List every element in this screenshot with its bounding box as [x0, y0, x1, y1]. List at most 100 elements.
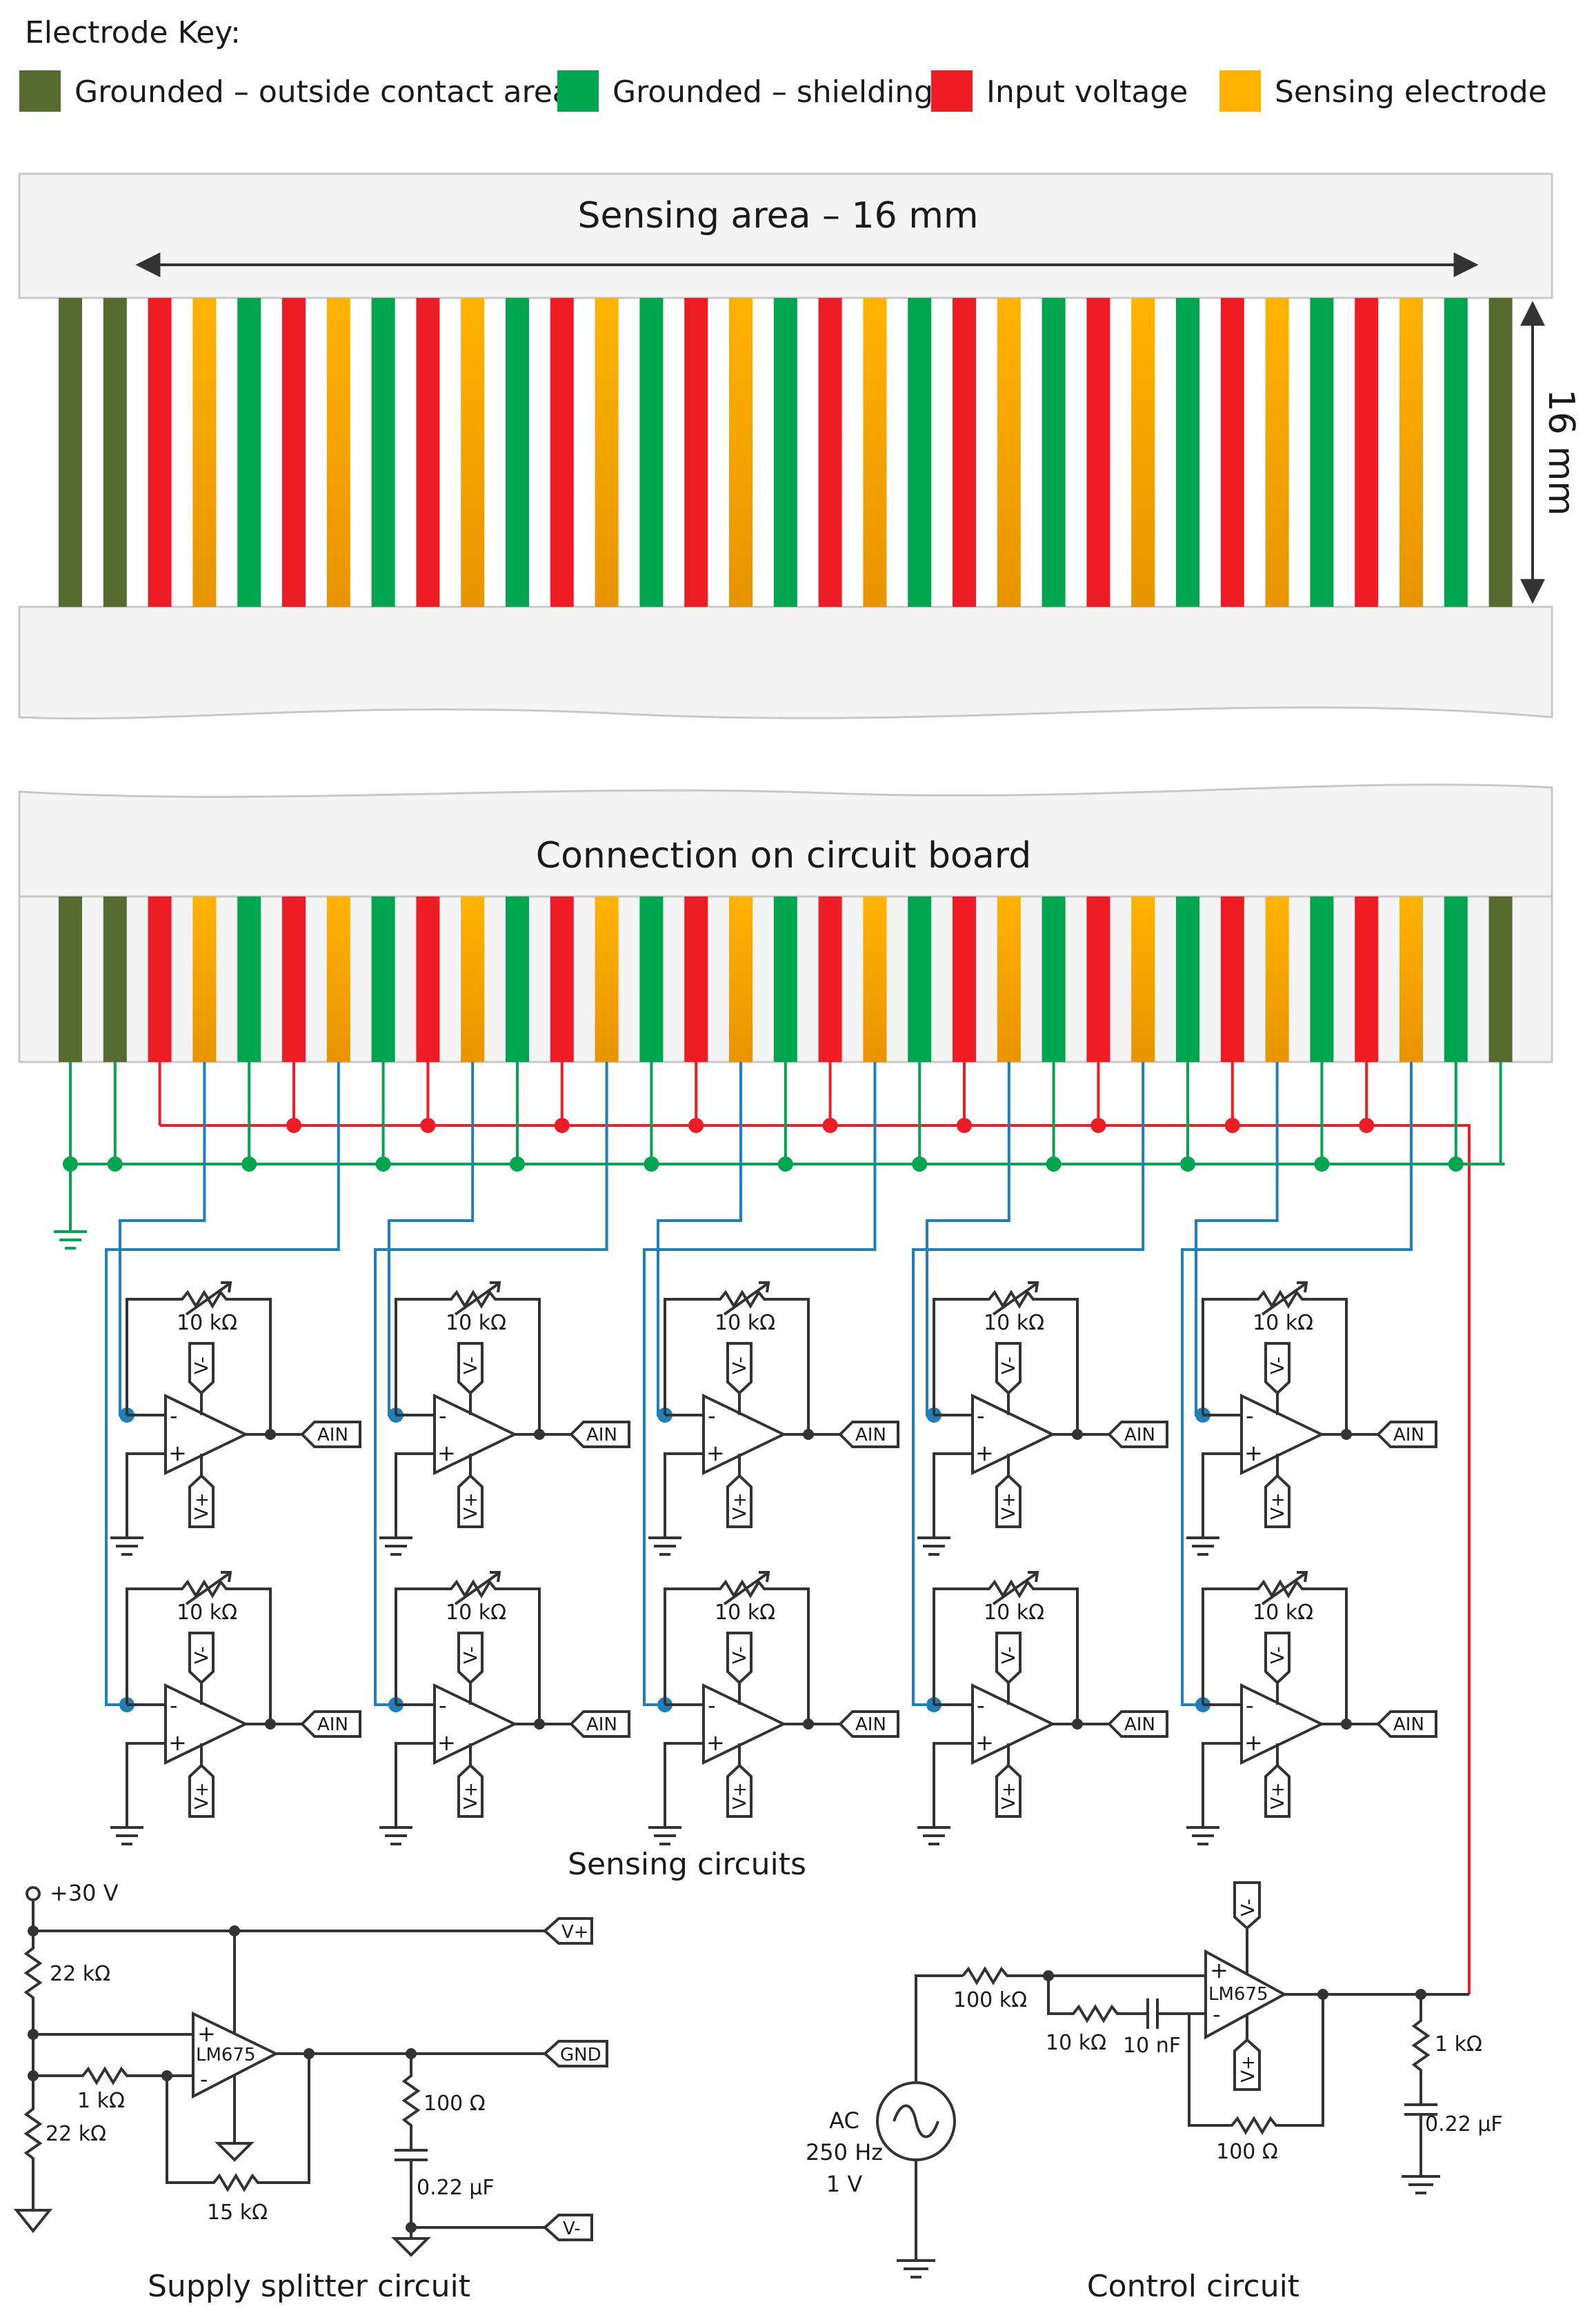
vplus-label: V+ — [461, 1492, 481, 1520]
key-label-red: Input voltage — [986, 74, 1188, 110]
electrode-olive — [59, 298, 82, 607]
feedback-resistor — [933, 1579, 1079, 1724]
electrode-red — [416, 298, 440, 607]
r3-label: 1 kΩ — [77, 2089, 125, 2113]
wire-junction — [822, 1118, 838, 1133]
sensing-signal-wire — [1181, 1062, 1413, 1706]
opamp-plus-wire — [664, 1452, 704, 1538]
feedback-resistor-label: 10 kΩ — [1253, 1311, 1313, 1335]
electrode-green — [371, 298, 395, 607]
electrode-green — [506, 298, 529, 607]
wire-junction — [1448, 1156, 1464, 1172]
opamp-plus-wire — [395, 1452, 435, 1538]
wire-junction — [107, 1156, 123, 1172]
vplus-tag — [995, 1763, 1022, 1818]
variable-resistor-arrow — [454, 1571, 501, 1605]
ground-icon — [648, 1536, 681, 1556]
feedback-resistor — [395, 1290, 541, 1434]
ac-top-wire — [915, 1974, 963, 2083]
opamp-triangle — [164, 1683, 249, 1765]
wire-junction — [1359, 1118, 1375, 1133]
resistor-1k-out — [1411, 1994, 1431, 2105]
ground-icon — [917, 1826, 950, 1845]
sensing-signal-wire — [643, 1062, 877, 1706]
sensing-height-label: 16 mm — [1540, 389, 1582, 516]
opamp-minus: - — [439, 1403, 447, 1429]
opamp-triangle — [702, 1683, 787, 1765]
r4-label: 15 kΩ — [207, 2201, 268, 2225]
variable-resistor-arrow — [185, 1281, 232, 1316]
ground-symbol — [1402, 2175, 1440, 2194]
ground-icon — [917, 1536, 950, 1556]
electrode-red — [1355, 298, 1379, 607]
connector-pad-yellow — [326, 896, 350, 1062]
vminus-label: V- — [730, 1356, 750, 1374]
feedback-resistor — [1202, 1290, 1348, 1434]
electrode-red — [953, 298, 976, 607]
vminus-tag — [457, 1632, 484, 1685]
connector-pad-yellow — [997, 896, 1021, 1062]
connector-pad-green — [908, 896, 932, 1062]
connector-pad-red — [416, 896, 440, 1062]
sensing-signal-wire — [912, 1062, 1145, 1706]
ground-icon — [1186, 1536, 1219, 1556]
wire-junction — [1046, 1156, 1062, 1172]
opamp-minus: - — [1246, 1692, 1254, 1719]
connector-pad-green — [371, 896, 395, 1062]
sensing-amplifier: -+10 kΩV-V+AIN — [648, 1281, 899, 1556]
sensing-amplifier: -+10 kΩV-V+AIN — [1186, 1571, 1437, 1845]
electrode-red — [818, 298, 842, 607]
opamp-lm675-control — [1204, 1949, 1288, 2040]
opamp-plus: + — [706, 1440, 725, 1466]
ain-tag — [1376, 1710, 1437, 1738]
variable-resistor-arrow — [1261, 1281, 1308, 1316]
vplus-tag — [188, 1763, 215, 1818]
resistor-10k — [1047, 1976, 1148, 2023]
ground-symbol — [13, 2209, 53, 2234]
sensing-area-panel: Sensing area – 16 mm 16 mm — [18, 172, 1582, 720]
wire-junction — [957, 1118, 972, 1133]
vminus-tag — [188, 1632, 215, 1685]
electrode-yellow — [1265, 298, 1289, 607]
electrode-yellow — [1131, 298, 1155, 607]
ctrl-vminus-label: V- — [1238, 1899, 1259, 1916]
electrode-green — [1176, 298, 1199, 607]
opamp-minus: - — [977, 1692, 985, 1719]
capacitor-022-out — [1404, 2103, 1437, 2176]
electrode-green — [1042, 298, 1066, 607]
feedback-resistor — [126, 1579, 272, 1724]
electrode-green — [908, 298, 932, 607]
vplus-label: V+ — [1268, 1492, 1288, 1520]
vplus-tag — [726, 1474, 753, 1528]
ground-symbol — [215, 2142, 255, 2162]
feedback-resistor-label: 10 kΩ — [984, 1601, 1044, 1625]
ac-label-3: 1 V — [826, 2171, 863, 2197]
vminus-tag-label: V- — [563, 2218, 581, 2239]
opamp-minus: - — [170, 1403, 178, 1429]
vplus-tag-label: V+ — [561, 1922, 589, 1943]
electrode-olive — [103, 298, 127, 607]
connector-pad-green — [773, 896, 797, 1062]
wire-junction — [1224, 1118, 1240, 1133]
vplus-tag — [457, 1474, 484, 1528]
ain-label: AIN — [586, 1425, 617, 1445]
opamp-plus-wire — [1202, 1452, 1242, 1538]
vplus-label: V+ — [999, 1782, 1019, 1810]
electrode-red — [1086, 298, 1110, 607]
variable-resistor-arrow — [992, 1281, 1039, 1316]
electrode-green — [639, 298, 664, 607]
vplus-label: V+ — [192, 1782, 212, 1810]
connector-pad-red — [684, 896, 708, 1062]
opamp-triangle — [971, 1393, 1056, 1476]
ain-label: AIN — [1393, 1714, 1424, 1735]
r2-label: 22 kΩ — [46, 2122, 106, 2146]
connector-pad-red — [1086, 896, 1110, 1062]
opamp-minus: - — [200, 2066, 208, 2092]
wire-junction — [1180, 1156, 1195, 1172]
ain-label: AIN — [855, 1425, 886, 1445]
resistor-100 — [401, 2054, 421, 2150]
electrode-yellow — [595, 298, 619, 607]
resistor-100k — [962, 1966, 1048, 1985]
opamp-plus: + — [437, 1730, 456, 1756]
